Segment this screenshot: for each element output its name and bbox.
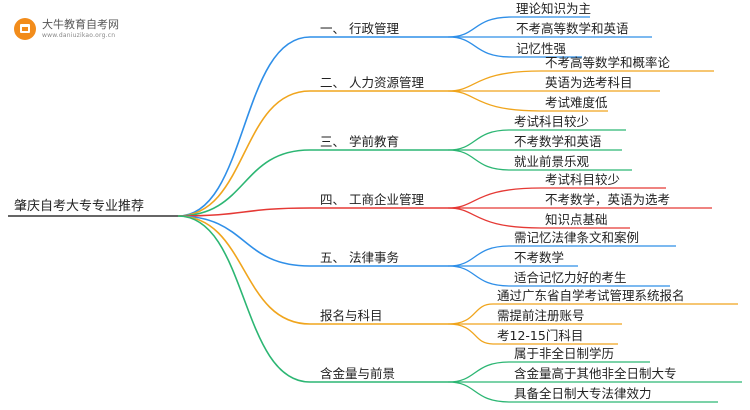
leaf-label: 就业前景乐观 xyxy=(514,154,590,169)
leaf-connector xyxy=(447,245,511,267)
leaf-label: 不考数学 xyxy=(514,250,564,265)
root-node: 肇庆自考大专专业推荐 xyxy=(14,199,144,214)
branch-label: 五、 法律事务 xyxy=(320,250,399,265)
leaf-label: 考试科目较少 xyxy=(545,172,620,187)
leaf-label: 考12-15门科目 xyxy=(497,328,583,343)
leaf-connector xyxy=(447,303,494,325)
leaf-label: 适合记忆力好的考生 xyxy=(514,270,627,285)
watermark-url: www.daniuzikao.org.cn xyxy=(42,32,116,39)
branch-label: 一、 行政管理 xyxy=(320,21,399,36)
leaf-label: 考试科目较少 xyxy=(514,114,589,129)
book-icon xyxy=(14,18,36,40)
leaf-label: 通过广东省自学考试管理系统报名 xyxy=(497,288,685,303)
leaf-label: 知识点基础 xyxy=(545,212,608,227)
branch-label: 二、 人力资源管理 xyxy=(320,75,424,90)
branch-connector xyxy=(177,215,311,325)
leaf-label: 需记忆法律条文和案例 xyxy=(514,230,639,245)
leaf-connector xyxy=(447,70,542,92)
branch-label: 含金量与前景 xyxy=(320,366,395,381)
leaf-label: 不考数学和英语 xyxy=(514,134,602,149)
branch-connector xyxy=(177,215,311,383)
leaf-label: 具备全日制大专法律效力 xyxy=(514,386,652,401)
leaf-connector xyxy=(447,149,511,171)
branch-connector xyxy=(177,215,311,267)
leaf-label: 不考高等数学和概率论 xyxy=(545,55,671,70)
watermark-logo: 大牛教育自考网 www.daniuzikao.org.cn xyxy=(14,18,119,40)
branch-connector xyxy=(177,90,311,217)
leaf-connector xyxy=(447,265,511,287)
branch-label: 四、 工商企业管理 xyxy=(320,192,424,207)
branch-label: 报名与科目 xyxy=(320,308,383,323)
branch-connector xyxy=(177,207,311,217)
leaf-label: 记忆性强 xyxy=(516,41,567,56)
leaf-connector xyxy=(447,129,511,151)
leaf-connector xyxy=(447,361,511,383)
leaf-label: 需提前注册账号 xyxy=(497,308,585,323)
leaf-label: 理论知识为主 xyxy=(516,1,591,16)
leaf-label: 英语为选考科目 xyxy=(545,75,633,90)
leaf-connector xyxy=(447,187,542,209)
leaf-label: 不考高等数学和英语 xyxy=(516,21,629,36)
leaf-connector xyxy=(447,36,513,58)
leaf-connector xyxy=(447,207,542,229)
leaf-connector xyxy=(447,323,494,345)
branch-connector xyxy=(177,36,311,217)
leaf-label: 含金量高于其他非全日制大专 xyxy=(514,366,677,381)
leaf-connector xyxy=(447,381,511,403)
leaf-connector xyxy=(447,16,513,38)
branch-label: 三、 学前教育 xyxy=(320,134,399,149)
leaf-connector xyxy=(447,90,542,112)
leaf-label: 考试难度低 xyxy=(545,95,608,110)
leaf-label: 不考数学，英语为选考 xyxy=(545,192,670,207)
watermark-text: 大牛教育自考网 www.daniuzikao.org.cn xyxy=(42,19,119,39)
branch-connector xyxy=(177,149,311,217)
leaf-label: 属于非全日制学历 xyxy=(514,346,614,361)
watermark-title: 大牛教育自考网 xyxy=(42,18,119,31)
